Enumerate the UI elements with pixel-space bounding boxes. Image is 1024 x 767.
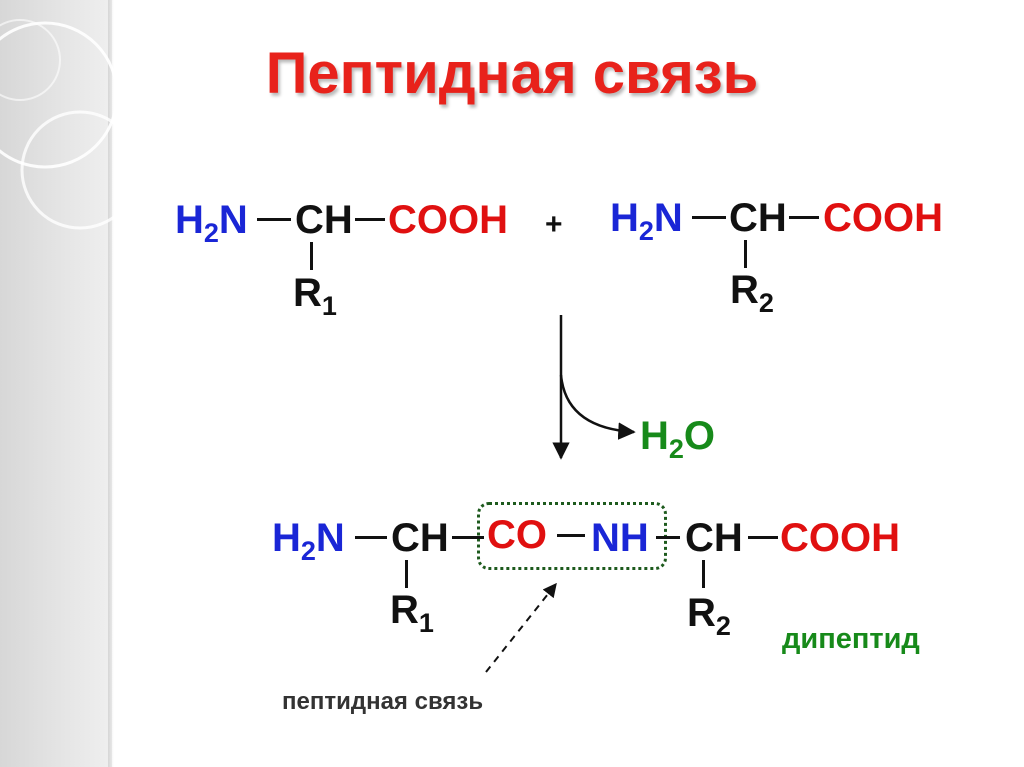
water-subscript: 2 (668, 434, 684, 464)
peptide-bond-caption: пептидная связь (282, 688, 484, 715)
bond (656, 536, 680, 539)
product-ch1: CH (391, 516, 449, 560)
bond (257, 218, 291, 221)
slide-title: Пептидная связь (265, 41, 759, 106)
product-amide-nh: NH (591, 516, 649, 560)
water-release-arrow (559, 374, 636, 440)
amine-h: H (610, 196, 639, 240)
product-r1: R1 (390, 588, 434, 638)
reactant1-amine-group: H2N (175, 198, 248, 248)
plus-sign: + (545, 208, 563, 241)
product-amine-group: H2N (272, 516, 345, 566)
left-strip-shadow (108, 0, 114, 767)
reactant1-r1: R1 (293, 271, 337, 321)
amine-h: H (272, 516, 301, 560)
reactant2-amine-group: H2N (610, 196, 683, 246)
reactant1-ch: CH (295, 198, 353, 242)
r-subscript: 2 (758, 288, 774, 318)
r-label: R (390, 588, 419, 632)
bond (355, 218, 385, 221)
reactant2-r2: R2 (730, 268, 774, 318)
bond (748, 536, 778, 539)
bond (355, 536, 387, 539)
r-subscript: 1 (418, 608, 434, 638)
left-decor-strip (0, 0, 112, 767)
amine-n: N (218, 198, 248, 242)
side-chain-bond (405, 560, 408, 588)
amine-h: H (175, 198, 204, 242)
decorative-circles (0, 19, 140, 230)
product-carbonyl: CO (487, 513, 547, 557)
r-subscript: 1 (321, 291, 337, 321)
bond (692, 216, 726, 219)
amine-n: N (653, 196, 683, 240)
r-subscript: 2 (715, 611, 731, 641)
product-ch2: CH (685, 516, 743, 560)
peptide-bond-pointer-arrow (485, 582, 557, 673)
product-r2: R2 (687, 591, 731, 641)
side-chain-bond (702, 560, 705, 588)
peptide-bond-line (557, 534, 585, 537)
amine-n: N (315, 516, 345, 560)
water-o: O (683, 414, 716, 458)
reactant2-carboxyl: COOH (823, 196, 943, 240)
reactant2-ch: CH (729, 196, 787, 240)
amine-subscript: 2 (203, 218, 219, 248)
side-chain-bond (310, 242, 313, 270)
amine-subscript: 2 (300, 536, 316, 566)
bond (789, 216, 819, 219)
bond (452, 536, 484, 539)
r-label: R (730, 268, 759, 312)
water-product: H2O (640, 414, 716, 464)
side-chain-bond (744, 240, 747, 268)
amine-subscript: 2 (638, 216, 654, 246)
r-label: R (293, 271, 322, 315)
reactant1-carboxyl: COOH (388, 198, 508, 242)
dipeptide-label: дипептид (782, 623, 920, 655)
r-label: R (687, 591, 716, 635)
water-h: H (640, 414, 669, 458)
product-carboxyl: COOH (780, 516, 900, 560)
